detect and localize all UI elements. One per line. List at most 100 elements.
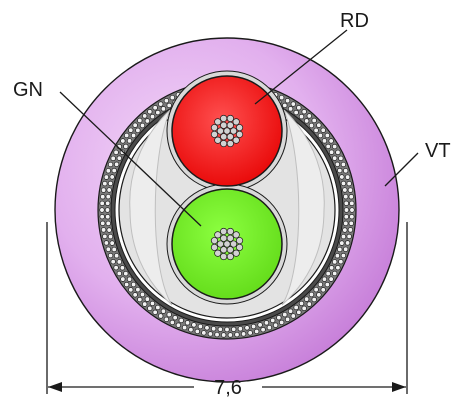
braid-strand [335, 264, 341, 271]
braid-strand [99, 207, 105, 213]
braid-strand [111, 167, 117, 174]
braid-strand [105, 220, 111, 227]
braid-strand [120, 276, 126, 282]
conductor-strand [226, 234, 234, 242]
braid-strand [343, 246, 349, 252]
braid-strand [116, 155, 122, 161]
braid-strand [142, 113, 148, 119]
braid-strand [214, 331, 220, 338]
braid-strand [298, 113, 305, 120]
braid-strand [210, 326, 217, 332]
braid-strand [110, 155, 116, 162]
braid-strand [107, 252, 114, 259]
braid-strand [276, 315, 282, 321]
conductor-strand [236, 124, 244, 132]
braid-strand [120, 138, 126, 144]
braid-strand [325, 270, 331, 277]
conductor-strand [232, 118, 240, 126]
filler-side-lobe-left [129, 109, 173, 306]
braid-strand [104, 207, 111, 213]
braid-strand [340, 161, 347, 168]
braid-strand [155, 109, 161, 116]
braid-strand [279, 319, 285, 326]
braid-strand [284, 316, 291, 323]
braid-strand [348, 194, 354, 200]
braid-strand [343, 193, 349, 200]
braid-strand [340, 252, 347, 259]
braid-strand [116, 259, 122, 265]
braid-strand [321, 276, 328, 282]
braid-strand [290, 101, 296, 107]
braid-strand [340, 233, 347, 240]
braid-strand [163, 316, 170, 323]
braid-strand [343, 220, 349, 227]
braid-strand [270, 317, 276, 324]
conductor-strand [230, 240, 238, 248]
conductor-strand [223, 127, 231, 135]
braid-strand [155, 304, 161, 311]
conductor-strand [226, 121, 234, 129]
braid-strand [207, 331, 214, 337]
conductor-strand [232, 249, 240, 257]
braid-strand [126, 276, 133, 282]
leader-line-rd [254, 29, 348, 105]
conductor-strand [236, 130, 244, 138]
conductor-strand [220, 234, 228, 242]
braid-strand [343, 168, 349, 174]
conductor-strand [226, 114, 234, 122]
braid-strand [308, 122, 315, 129]
braid-strand [257, 322, 263, 328]
braid-strand [250, 323, 257, 330]
braid-strand [144, 296, 151, 302]
braid-strand [135, 127, 141, 134]
braid-strand [128, 127, 134, 133]
braid-strand [240, 331, 247, 337]
conductor-strand [220, 227, 228, 235]
braid-strand [296, 309, 302, 315]
braid-strand [334, 161, 341, 167]
braid-strand [158, 313, 164, 319]
braid-strand [144, 118, 151, 124]
braid-strand [328, 138, 334, 144]
braid-strand [142, 301, 148, 307]
conductor-strand [226, 253, 234, 261]
braid-strand [130, 281, 137, 288]
label-vt: VT [425, 140, 451, 162]
braid-strand [124, 281, 130, 288]
label-rd: RD [340, 10, 369, 32]
braid-strand [109, 240, 115, 246]
braid-strand [123, 143, 129, 150]
braid-strand [328, 276, 334, 282]
braid-strand [244, 325, 250, 331]
conductor-strand [226, 246, 234, 254]
braid-strand [178, 317, 184, 324]
braid-strand [152, 309, 158, 315]
braid-strand [340, 180, 347, 187]
braid-strand [106, 227, 112, 233]
braid-strand [191, 322, 197, 328]
conductor-strand [214, 249, 222, 257]
braid-strand [320, 127, 326, 133]
braid-strand [160, 106, 167, 112]
dimension-arrow-left [48, 382, 62, 392]
braid-strand [221, 332, 227, 338]
braid-strand [130, 132, 137, 139]
braid-strand [343, 214, 349, 220]
conductor-strand [220, 253, 228, 261]
braid-strand [296, 105, 302, 111]
braid-strand [113, 264, 119, 271]
conductor-strand [236, 237, 244, 245]
braid-strand [149, 300, 156, 307]
braid-strand [293, 109, 299, 116]
braid-strand [293, 304, 299, 311]
braid-strand [107, 180, 114, 187]
braid-strand [290, 313, 296, 319]
braid-strand [303, 296, 310, 302]
braid-strand [279, 94, 285, 101]
label-gn: GN [13, 79, 43, 101]
braid-strand [282, 102, 288, 109]
braid-strand [337, 167, 343, 174]
braid-strand [111, 246, 117, 253]
braid-strand [332, 143, 338, 150]
